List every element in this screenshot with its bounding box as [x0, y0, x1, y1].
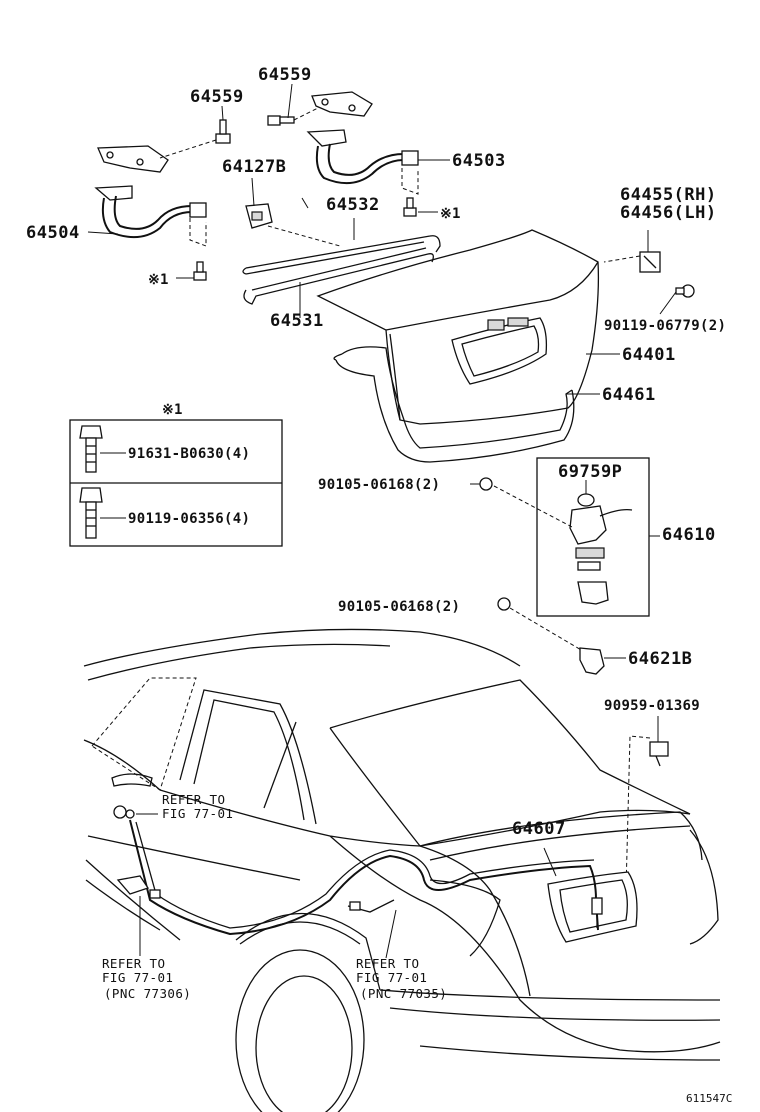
label-64610: 64610	[662, 525, 716, 545]
label-64504: 64504	[26, 223, 80, 243]
bolt-90105-a	[479, 477, 493, 491]
cable-clip	[649, 741, 669, 767]
ref-fig-2-line2: FIG 77-01	[102, 970, 173, 985]
ref-fig-3-line2: FIG 77-01	[356, 970, 427, 985]
label-64532: 64532	[326, 195, 380, 215]
torsion-bar-bracket	[245, 203, 273, 229]
label-91631-b0630: 91631-B0630(4)	[128, 446, 250, 462]
trunk-lid-cushion	[639, 251, 661, 273]
label-64531: 64531	[270, 311, 324, 331]
figure-id: 611547C	[686, 1092, 732, 1105]
hinge-bolt-star-right	[403, 197, 417, 217]
label-64621B: 64621B	[628, 649, 692, 669]
label-69759P: 69759P	[558, 462, 622, 482]
bolt-spec-table	[69, 419, 283, 547]
label-90959-01369: 90959-01369	[604, 698, 700, 714]
label-64461: 64461	[602, 385, 656, 405]
label-64401: 64401	[622, 345, 676, 365]
ref-fig-1-line2: FIG 77-01	[162, 806, 233, 821]
ref-fig-3-line3: (PNC 77035)	[360, 986, 447, 1001]
hinge-bolt-star-left	[193, 261, 207, 281]
ref-fig-2-line1: REFER TO	[102, 956, 165, 971]
label-mark1-right: ※1	[440, 206, 461, 222]
label-64559-left: 64559	[190, 87, 244, 107]
trunk-hinge-left	[94, 185, 207, 247]
left-hinge-bracket	[97, 145, 169, 173]
label-90119-06356: 90119-06356(4)	[128, 511, 250, 527]
car-body	[83, 628, 721, 1112]
ref-fig-3-line1: REFER TO	[356, 956, 419, 971]
label-bolt-table-header: ※1	[162, 402, 183, 418]
screw-90119-06779	[675, 284, 695, 298]
label-90119-06779: 90119-06779(2)	[604, 318, 726, 334]
label-64607: 64607	[512, 819, 566, 839]
label-64127B: 64127B	[222, 157, 286, 177]
trunk-lock-assembly-box	[536, 457, 650, 617]
right-hinge-bracket	[311, 91, 373, 117]
torsion-bar-64531	[243, 247, 434, 305]
trunk-hinge-right	[306, 129, 419, 195]
ref-fig-2-line3: (PNC 77306)	[104, 986, 191, 1001]
label-90105-06168-b: 90105-06168(2)	[338, 599, 460, 615]
hinge-bolt-left	[215, 119, 231, 144]
label-64503: 64503	[452, 151, 506, 171]
trunk-lock-striker	[579, 647, 605, 675]
label-64559-top: 64559	[258, 65, 312, 85]
label-64456-lh: 64456(LH)	[620, 203, 717, 223]
trunk-release-cable	[113, 805, 603, 936]
bolt-90105-b	[497, 597, 511, 611]
label-90105-06168-a: 90105-06168(2)	[318, 477, 440, 493]
label-64455-rh: 64455(RH)	[620, 185, 717, 205]
trunk-lid-panel	[316, 229, 600, 425]
torsion-bar-64532	[242, 235, 441, 275]
hinge-bolt-right	[267, 115, 295, 126]
label-mark1-left: ※1	[148, 272, 169, 288]
ref-fig-1-line1: REFER TO	[162, 792, 225, 807]
trunk-weatherstrip	[333, 346, 575, 463]
